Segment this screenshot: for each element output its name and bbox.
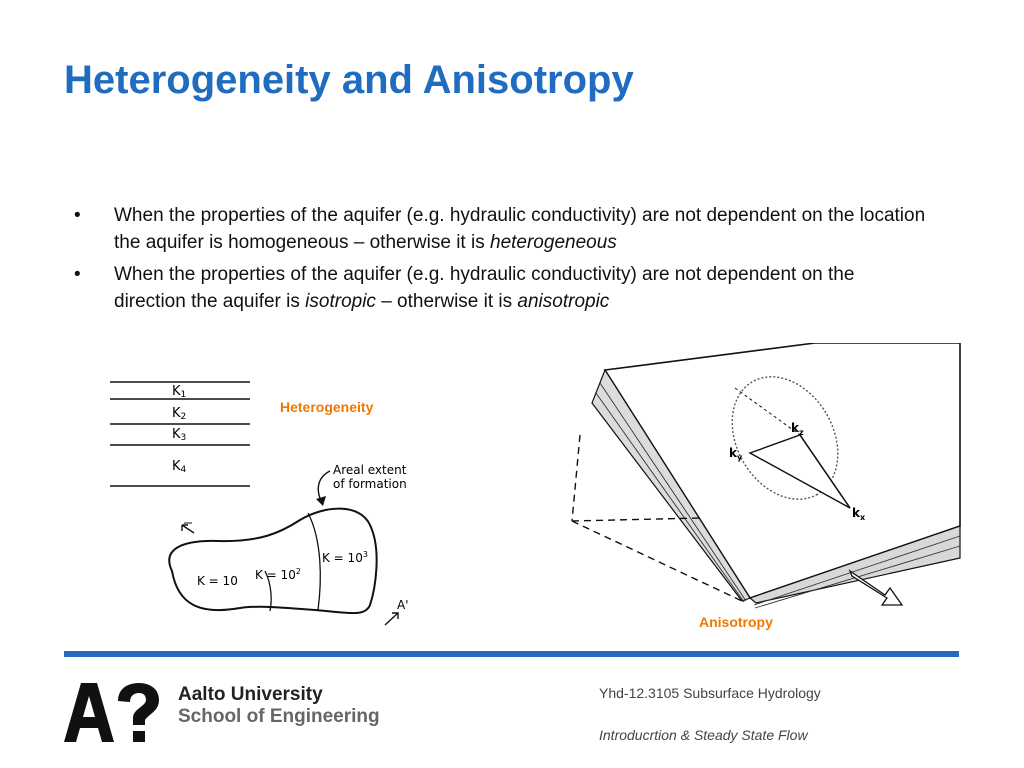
- layer-k1-label: K1: [172, 384, 186, 400]
- block-side-face: [591, 368, 751, 602]
- layer-k2-label: K2: [172, 406, 186, 422]
- footer-divider: [64, 651, 959, 657]
- zone-k100-label: K = 102: [255, 567, 301, 582]
- dip-projection: [571, 434, 743, 602]
- bullet-text-mid: – otherwise it is: [375, 291, 518, 312]
- term-heterogeneous: heterogeneous: [490, 232, 617, 253]
- bullet-marker: •: [74, 205, 81, 226]
- course-code: Yhd-12.3105 Subsurface Hydrology: [599, 685, 821, 701]
- section-arrow-icon: [392, 612, 399, 619]
- kx-label: kx: [852, 506, 866, 522]
- formation-outline: [168, 507, 378, 615]
- kz-axis: [734, 387, 801, 436]
- layer-k3-label: K3: [172, 427, 186, 443]
- areal-extent-label: Areal extent: [333, 463, 407, 477]
- bullet-heterogeneity: • When the properties of the aquifer (e.…: [70, 202, 930, 256]
- kz-label: kz: [791, 421, 804, 437]
- zone-boundary: [307, 512, 321, 611]
- zone-k10-label: K = 10: [197, 574, 238, 588]
- section-end-label: A': [397, 598, 409, 612]
- term-anisotropic: anisotropic: [517, 291, 610, 312]
- bullet-text: When the properties of the aquifer (e.g.…: [114, 205, 926, 253]
- slide-title: Heterogeneity and Anisotropy: [64, 58, 634, 102]
- heterogeneity-caption: Heterogeneity: [280, 399, 374, 415]
- block-front-face: [748, 525, 961, 604]
- bullet-anisotropy: • When the properties of the aquifer (e.…: [70, 261, 930, 315]
- bullet-marker: •: [74, 264, 81, 285]
- lecture-topic: Introducrtion & Steady State Flow: [599, 727, 808, 743]
- aalto-logo-icon: [64, 683, 159, 742]
- anisotropy-diagram: kz ky kx: [571, 343, 961, 609]
- formation-label: of formation: [333, 477, 407, 491]
- zone-boundary: [264, 570, 272, 612]
- ky-label: ky: [729, 446, 743, 462]
- kx-axis: [799, 434, 851, 509]
- conductivity-ellipsoid: [731, 376, 839, 500]
- section-line-start: [181, 524, 195, 534]
- arrow-head-icon: [316, 496, 326, 506]
- university-name: Aalto University: [178, 684, 323, 705]
- anisotropy-caption: Anisotropy: [699, 614, 773, 630]
- section-line-end: [384, 612, 399, 626]
- bullet-text: When the properties of the aquifer (e.g.…: [114, 264, 855, 312]
- layer-k4-label: K4: [172, 459, 187, 475]
- bullet-list: • When the properties of the aquifer (e.…: [70, 202, 930, 320]
- zone-k1000-label: K = 103: [322, 550, 368, 565]
- school-name: School of Engineering: [178, 706, 380, 727]
- term-isotropic: isotropic: [305, 291, 376, 312]
- heterogeneity-diagram: K1 K2 K3 K4 K = 10 K = 102 K = 103 Areal…: [110, 381, 409, 626]
- flow-arrow-icon: [848, 569, 904, 606]
- layered-strata: [110, 381, 250, 487]
- section-arrow-icon: [181, 524, 188, 531]
